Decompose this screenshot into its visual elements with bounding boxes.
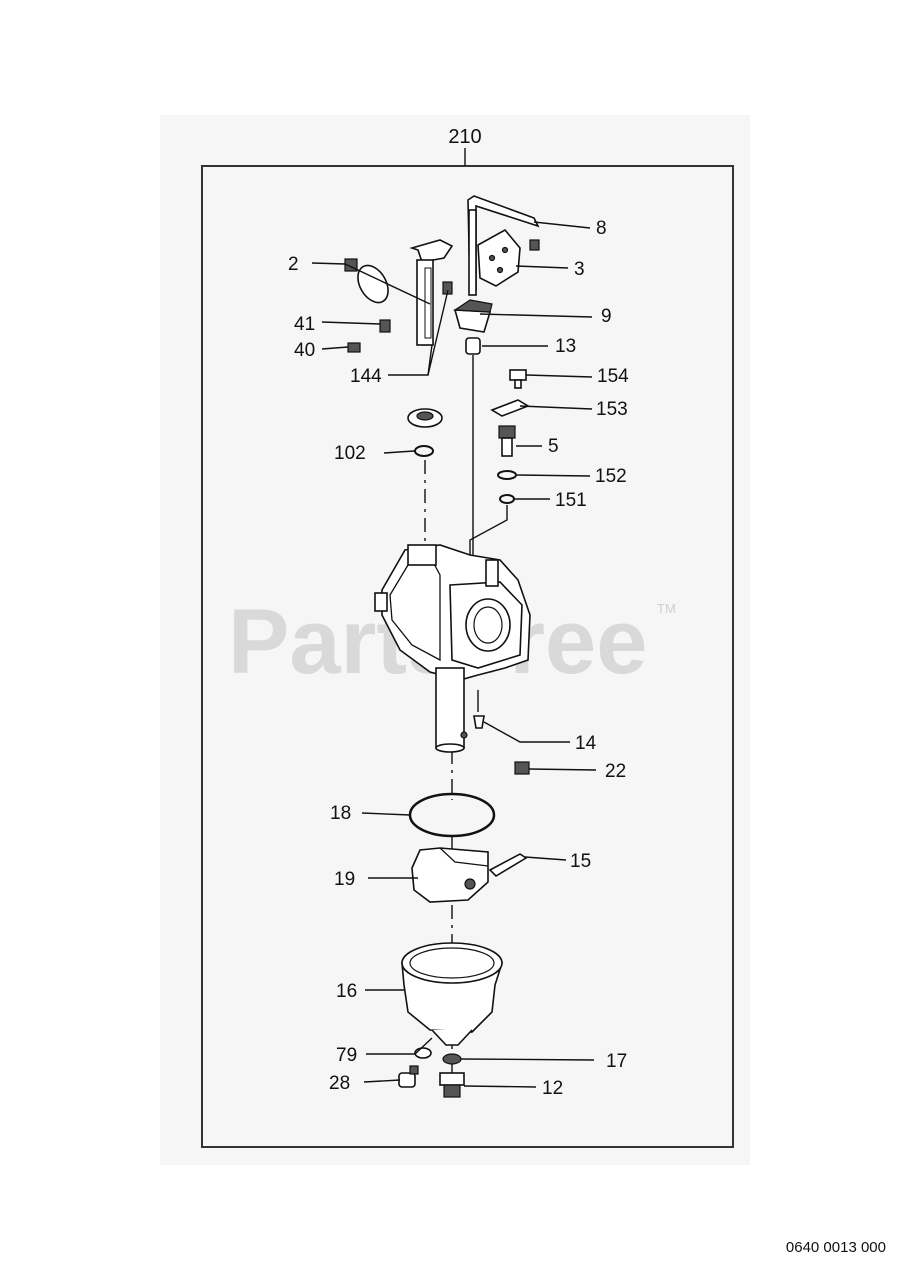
callout-8: 8: [596, 218, 607, 239]
plug-13-part: [465, 337, 481, 355]
o-ring-151-part: [499, 494, 515, 504]
callout-17: 17: [606, 1051, 627, 1072]
washer-17-part: [442, 1053, 462, 1065]
callout-151: 151: [555, 490, 587, 511]
choke-adjust-screw-part: [347, 342, 361, 353]
callout-5: 5: [548, 436, 559, 457]
spring-22-part: [514, 761, 530, 775]
pin-15-part: [488, 853, 528, 878]
needle-14-part: [473, 715, 485, 729]
main-jet-5-part: [498, 425, 516, 457]
washer-79-part: [414, 1047, 432, 1059]
throttle-screw-part: [529, 239, 540, 251]
callout-22: 22: [605, 761, 626, 782]
callout-9: 9: [601, 306, 612, 327]
callout-14: 14: [575, 733, 597, 754]
callout-40: 40: [294, 340, 315, 361]
choke-spring-part: [379, 319, 391, 333]
washer-choke-part: [407, 408, 443, 428]
choke-plate-part: [357, 264, 389, 304]
callout-79: 79: [336, 1045, 357, 1066]
o-ring-152-part: [497, 470, 517, 480]
float-19-part: [411, 847, 489, 903]
callout-102: 102: [334, 443, 366, 464]
seal-9-part: [453, 299, 493, 333]
throttle-shaft-part: [467, 195, 540, 296]
callout-3: 3: [574, 259, 585, 280]
assembly-frame: [201, 165, 734, 1148]
bowl-16-part: [401, 942, 504, 1046]
callout-2: 2: [288, 254, 299, 275]
callout-154: 154: [597, 366, 629, 387]
callout-16: 16: [336, 981, 357, 1002]
callout-12: 12: [542, 1078, 563, 1099]
assembly-label: 210: [448, 126, 481, 148]
callout-28: 28: [329, 1073, 350, 1094]
callout-13: 13: [555, 336, 576, 357]
callout-144: 144: [350, 366, 382, 387]
callout-41: 41: [294, 314, 315, 335]
callout-19: 19: [334, 869, 355, 890]
watermark-trademark: TM: [657, 601, 676, 616]
callout-153: 153: [596, 399, 628, 420]
drawing-code: 0640 0013 000: [785, 1239, 886, 1256]
o-ring-102-part: [414, 445, 434, 457]
drain-12-part: [439, 1072, 465, 1098]
throttle-plate-part: [477, 228, 521, 287]
callout-15: 15: [570, 851, 591, 872]
carburetor-body-part: [374, 544, 531, 753]
callout-18: 18: [330, 803, 351, 824]
callout-152: 152: [595, 466, 627, 487]
choke-shaft-part: [409, 239, 454, 346]
